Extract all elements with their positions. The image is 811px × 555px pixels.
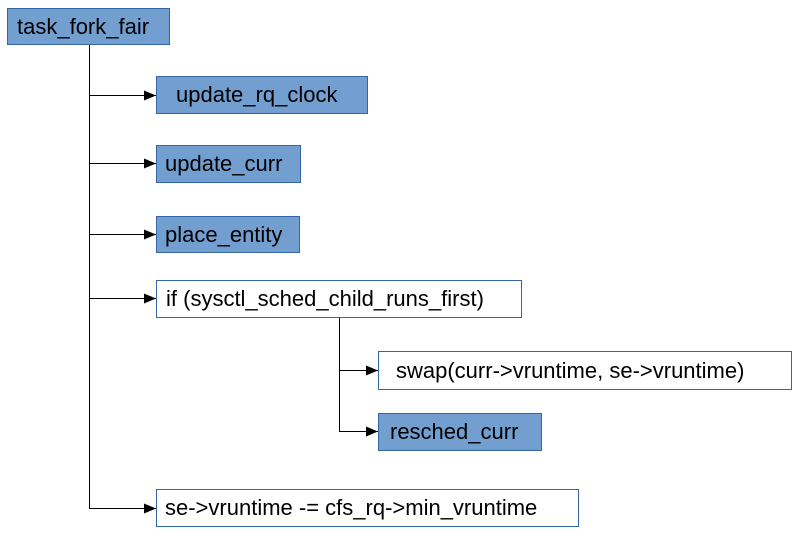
node-label: if (sysctl_sched_child_runs_first) [166,286,484,311]
node-label: resched_curr [390,419,519,444]
node-task-fork-fair: task_fork_fair [7,8,170,45]
node-label: swap(curr->vruntime, se->vruntime) [396,357,745,383]
node-place-entity: place_entity [156,216,300,253]
node-label: update_rq_clock [176,82,338,107]
node-label: se->vruntime -= cfs_rq->min_vruntime [165,495,538,520]
node-if-condition: if (sysctl_sched_child_runs_first) [156,280,522,318]
node-update-curr: update_curr [156,145,301,183]
node-update-rq-clock: update_rq_clock [156,76,368,114]
node-vruntime-adjust: se->vruntime -= cfs_rq->min_vruntime [156,489,579,527]
node-label: task_fork_fair [17,13,150,39]
node-label: place_entity [165,221,283,247]
node-swap: swap(curr->vruntime, se->vruntime) [378,351,792,390]
node-label: update_curr [165,151,283,176]
node-resched-curr: resched_curr [378,413,542,451]
